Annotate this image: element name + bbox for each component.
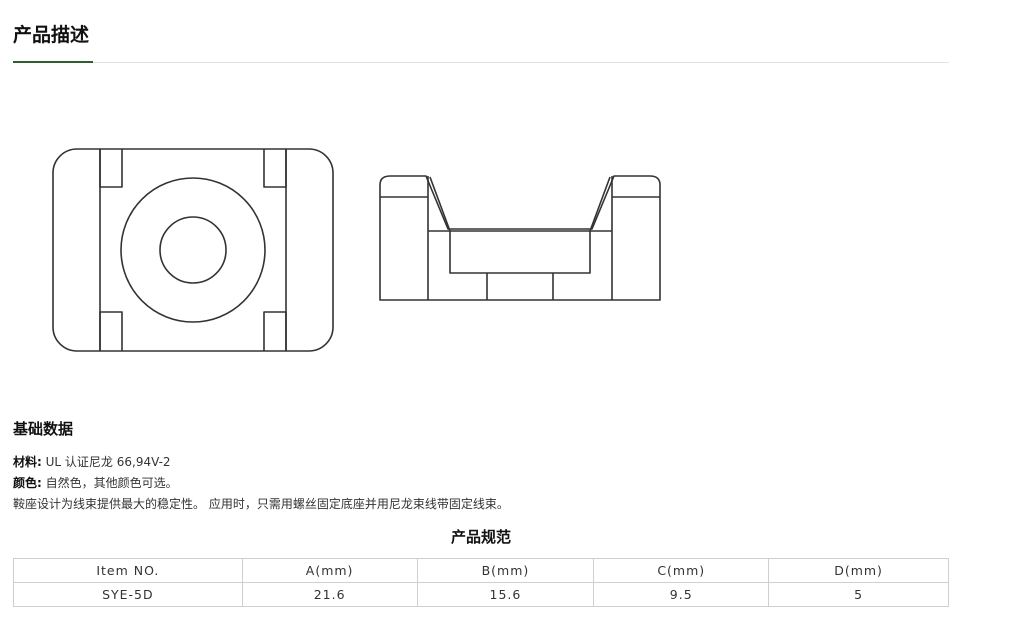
description-line: 鞍座设计为线束提供最大的稳定性。 应用时，只需用螺丝固定底座并用尼龙束线带固定线… [13,497,509,511]
header-cell: Item NO. [13,558,243,583]
basic-data-title: 基础数据 [13,420,74,438]
table-cell: 15.6 [416,582,595,607]
boss-circle [120,177,266,323]
header-cell: A(mm) [241,558,418,583]
color-value: 自然色，其他颜色可选。 [45,476,178,490]
material-line: 材料: UL 认证尼龙 66,94V-2 [13,453,171,470]
table-row: SYE-5D 21.6 15.6 9.5 5 [13,582,949,607]
color-line: 颜色: 自然色，其他颜色可选。 [13,474,178,491]
table-header-row: Item NO. A(mm) B(mm) C(mm) D(mm) [13,558,949,583]
section-title: 产品描述 [13,24,90,46]
header-cell: B(mm) [416,558,595,583]
header-cell: D(mm) [768,558,949,583]
material-label: 材料: [13,455,42,469]
spec-table-title: 产品规范 [450,528,511,546]
spec-table: Item NO. A(mm) B(mm) C(mm) D(mm) SYE-5D … [13,558,949,607]
side-view-outline [379,175,661,301]
table-cell: SYE-5D [13,582,243,607]
header-cell: C(mm) [593,558,770,583]
section-divider [13,62,949,63]
color-label: 颜色: [13,476,42,490]
table-cell: 5 [768,582,949,607]
section-divider-accent [13,61,93,63]
product-drawing [52,148,661,352]
material-value: UL 认证尼龙 66,94V-2 [45,455,171,469]
table-cell: 21.6 [241,582,418,607]
top-view-outline [52,148,334,352]
screw-hole [159,216,227,284]
table-cell: 9.5 [593,582,770,607]
